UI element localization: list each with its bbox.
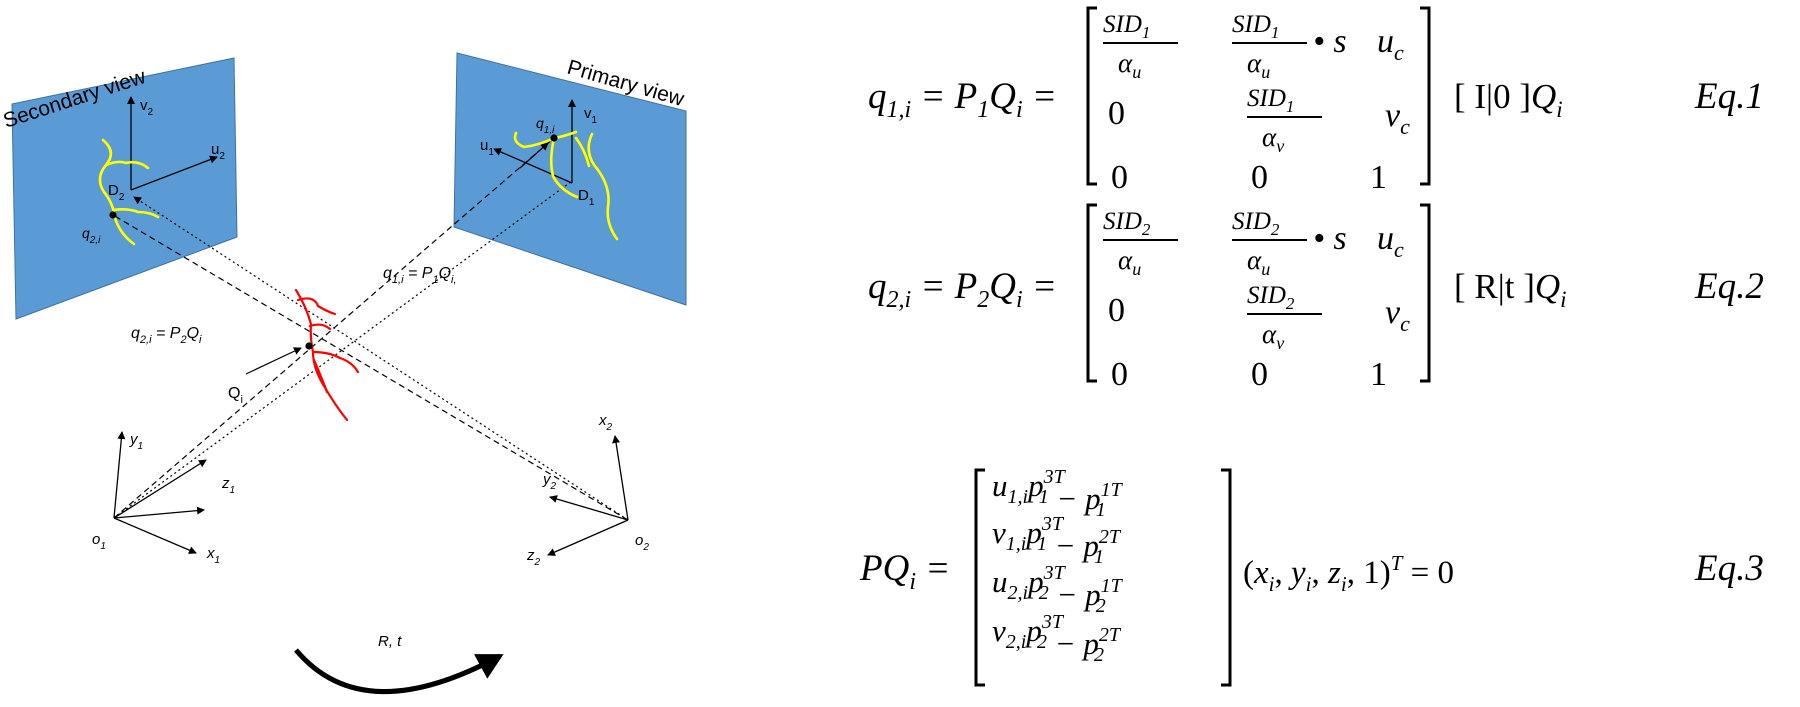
z1-label: z1 <box>221 475 235 496</box>
world-point-label: Qi <box>228 385 243 406</box>
u2-axis <box>130 155 218 191</box>
ray-label-2: q2,i = P2Qi <box>131 325 202 346</box>
eq2-r1c2-tail: • s <box>1313 220 1347 257</box>
eq1-r3c2: 0 <box>1251 159 1268 196</box>
eq3-right-bracket <box>1221 468 1232 687</box>
o2-label: o2 <box>635 532 649 553</box>
eq1-r1c2-den: αu <box>1247 48 1270 82</box>
x2-label: x2 <box>598 412 613 433</box>
eq1-r1c2-tail: • s <box>1313 23 1347 60</box>
equation-1: q1,i = P1Qi = SID1 αu SID1 αu • s uc 0 S… <box>868 6 1764 196</box>
eq2-r2c3: vc <box>1385 294 1410 336</box>
frame-2-axes <box>547 435 629 556</box>
y1-axis <box>113 431 126 519</box>
eq1-right-bracket <box>1420 6 1431 186</box>
ray-o1-to-q1-tip <box>519 142 549 169</box>
x1-axis <box>113 517 197 554</box>
eq1-r2c2-num: SID1 <box>1247 85 1294 116</box>
equation-2: q2,i = P2Qi = SID2 αu SID2 αu • s uc 0 S… <box>868 203 1764 393</box>
eq2-r2c2-den: αv <box>1262 319 1284 353</box>
eq2-r2c2-num: SID2 <box>1247 282 1295 313</box>
vessel-3d <box>294 288 360 422</box>
eq1-tail: [ I|0 ]Qi <box>1454 77 1563 122</box>
eq3-label: Eq.3 <box>1694 548 1764 589</box>
eq1-label: Eq.1 <box>1694 76 1764 117</box>
eq2-tail: [ R|t ]Qi <box>1454 267 1567 312</box>
y2-label: y2 <box>542 471 557 492</box>
eq1-r2c1: 0 <box>1108 95 1125 132</box>
eq2-r1c2-den: αu <box>1247 245 1270 279</box>
transform-label: R, t <box>378 633 402 650</box>
eq2-right-bracket <box>1420 203 1431 383</box>
eq1-left-bracket <box>1086 6 1097 186</box>
u1-label: u1 <box>480 137 494 158</box>
y2-axis <box>549 495 629 521</box>
eq2-r1c1-den: αu <box>1118 245 1141 279</box>
z1-axis <box>113 506 205 519</box>
eq2-lhs: q2,i = P2Qi = <box>868 266 1057 313</box>
eq3-lhs: PQi = <box>859 548 950 595</box>
x2-axis <box>612 435 629 521</box>
q1i-point <box>550 134 558 142</box>
vessel-projection-secondary <box>98 138 160 246</box>
projection-rays <box>112 137 629 521</box>
primary-view-axes <box>493 99 576 184</box>
eq1-r3c1: 0 <box>1111 159 1128 196</box>
eq2-r2c1: 0 <box>1108 292 1125 329</box>
secondary-view-plane <box>11 57 238 320</box>
eq1-r2c3: vc <box>1385 97 1410 139</box>
q1i-label: q1,i <box>536 115 555 136</box>
x1-label: x1 <box>206 545 220 566</box>
world-point <box>305 342 313 350</box>
eq1-r1c1-num: SID1 <box>1103 11 1150 42</box>
eq1-r1c3: uc <box>1377 23 1404 65</box>
eq2-label: Eq.2 <box>1694 266 1764 307</box>
eq2-r1c3: uc <box>1377 220 1404 262</box>
ray-o2-to-d2 <box>133 196 629 521</box>
eq2-r3c1: 0 <box>1111 356 1128 393</box>
eq2-r1c2-num: SID2 <box>1232 208 1280 239</box>
o1-label: o1 <box>92 531 106 552</box>
eq2-r3c3: 1 <box>1370 356 1387 393</box>
diagram-3d: Secondary view Primary view v2 u2 D2 v1 … <box>0 52 687 694</box>
world-point-pointer <box>245 347 302 375</box>
eq2-r1c1-num: SID2 <box>1103 208 1151 239</box>
q2i-label: q2,i <box>82 225 101 246</box>
eq2-r3c2: 0 <box>1251 356 1268 393</box>
d1-label: D1 <box>578 187 595 208</box>
eq1-r2c2-den: αv <box>1262 122 1284 156</box>
z2-axis <box>547 519 629 556</box>
eq1-r1c2-num: SID1 <box>1232 11 1279 42</box>
eq1-r1c1-den: αu <box>1118 48 1141 82</box>
equations-panel: q1,i = P1Qi = SID1 αu SID1 αu • s uc 0 S… <box>859 6 1764 687</box>
y1-label: y1 <box>129 431 143 452</box>
ray-o2-to-q2 <box>112 214 629 521</box>
secondary-view-axes <box>127 96 218 191</box>
q2i-point <box>109 211 117 219</box>
eq3-tail: (xi, yi, zi, 1)T = 0 <box>1243 551 1454 596</box>
eq2-left-bracket <box>1086 203 1097 383</box>
frame-1-axes <box>113 431 207 554</box>
eq3-left-bracket <box>974 468 985 687</box>
o1-to-z1 <box>113 459 207 519</box>
d2-label: D2 <box>108 182 125 203</box>
v1-label: v1 <box>584 105 598 126</box>
u2-label: u2 <box>211 141 225 162</box>
u1-axis <box>493 148 573 184</box>
ray-label-1: q1,i = P1Qi, <box>383 265 457 286</box>
eq1-r3c3: 1 <box>1370 159 1387 196</box>
v2-label: v2 <box>140 97 154 118</box>
primary-view-plane <box>453 52 687 306</box>
eq1-lhs: q1,i = P1Qi = <box>868 76 1057 123</box>
rotation-arrow <box>294 648 504 694</box>
z2-label: z2 <box>526 547 541 568</box>
